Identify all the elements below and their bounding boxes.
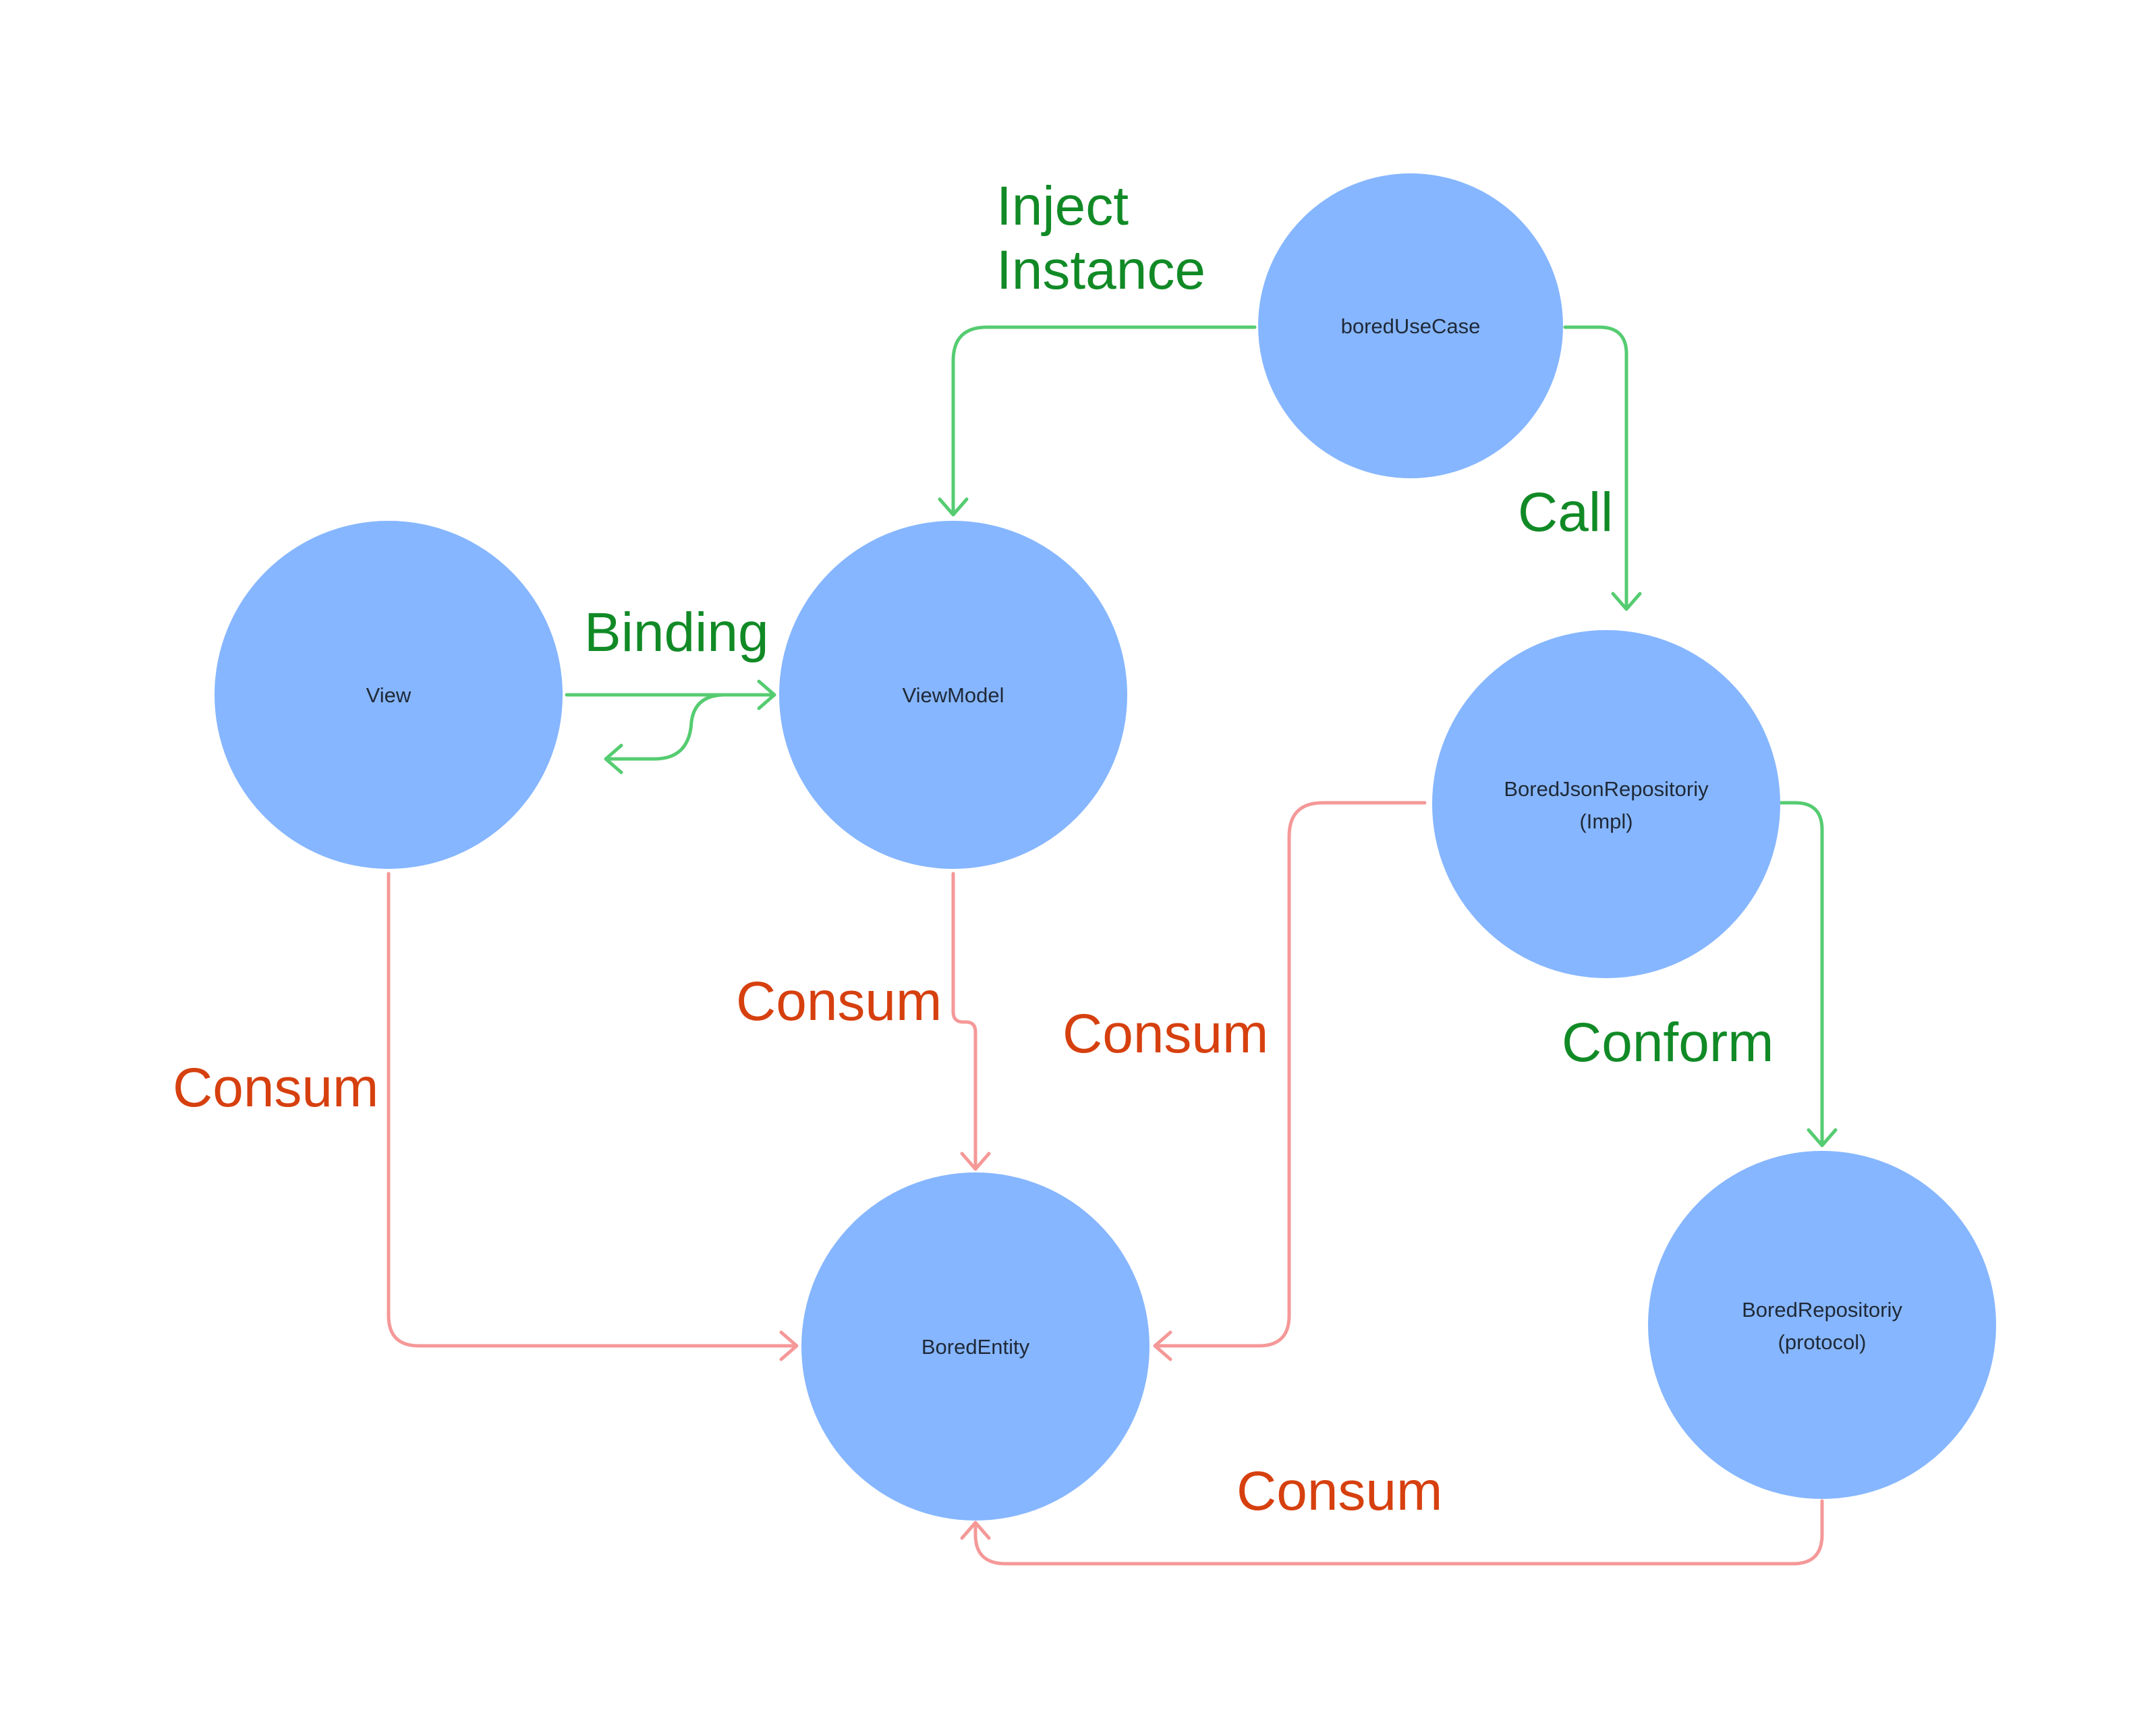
conform-edge [1779, 801, 1824, 1145]
node-bored-json-repository: BoredJsonRepositoriy (Impl) [1432, 630, 1780, 978]
consum-repository-label: Consum [1237, 1461, 1442, 1522]
consum-repository-edge [973, 1499, 1824, 1566]
node-sublabel: (protocol) [1778, 1330, 1867, 1354]
inject-edge [951, 325, 1257, 515]
node-circle [779, 521, 1127, 869]
inject-label-line2: Instance [996, 239, 1205, 301]
node-label: BoredEntity [921, 1335, 1030, 1359]
node-bored-use-case: boredUseCase [1258, 173, 1563, 478]
consum-json-repository-edge [1153, 801, 1427, 1348]
consum-view-edge [387, 872, 798, 1348]
node-bored-entity: BoredEntity [801, 1172, 1150, 1521]
node-bored-repository: BoredRepositoriy (protocol) [1648, 1151, 1996, 1499]
node-circle [215, 521, 563, 869]
call-label: Call [1518, 482, 1613, 543]
node-view-model: ViewModel [779, 521, 1127, 869]
binding-arrowhead [757, 679, 776, 710]
node-label: View [366, 683, 412, 707]
node-circle [1432, 630, 1780, 978]
node-circle [801, 1172, 1150, 1521]
inject-arrowhead [938, 497, 969, 517]
binding-return-edge [605, 693, 727, 761]
consum-view-arrowhead [779, 1330, 799, 1361]
node-circle [1648, 1151, 1996, 1499]
consum-repository-arrowhead [960, 1521, 991, 1540]
node-view: View [215, 521, 563, 869]
node-label: boredUseCase [1341, 314, 1481, 338]
node-label: BoredJsonRepositoriy [1504, 777, 1709, 801]
consum-view-model-arrowhead [960, 1152, 991, 1171]
consum-json-repository-label: Consum [1062, 1003, 1268, 1065]
consum-view-model-edge [951, 872, 977, 1169]
call-arrowhead [1611, 592, 1642, 611]
node-sublabel: (Impl) [1579, 810, 1633, 833]
inject-label-line1: Inject [996, 175, 1129, 237]
node-circle [1258, 173, 1563, 478]
node-label: BoredRepositoriy [1742, 1298, 1902, 1322]
node-label: ViewModel [902, 683, 1004, 707]
conform-label: Conform [1562, 1012, 1774, 1073]
conform-arrowhead [1807, 1128, 1838, 1147]
consum-view-model-label: Consum [736, 971, 942, 1032]
consum-json-repository-arrowhead [1153, 1330, 1172, 1361]
binding-label: Binding [584, 602, 769, 663]
consum-view-label: Consum [173, 1057, 378, 1118]
call-edge [1563, 325, 1628, 609]
binding-return-arrowhead [604, 743, 623, 774]
